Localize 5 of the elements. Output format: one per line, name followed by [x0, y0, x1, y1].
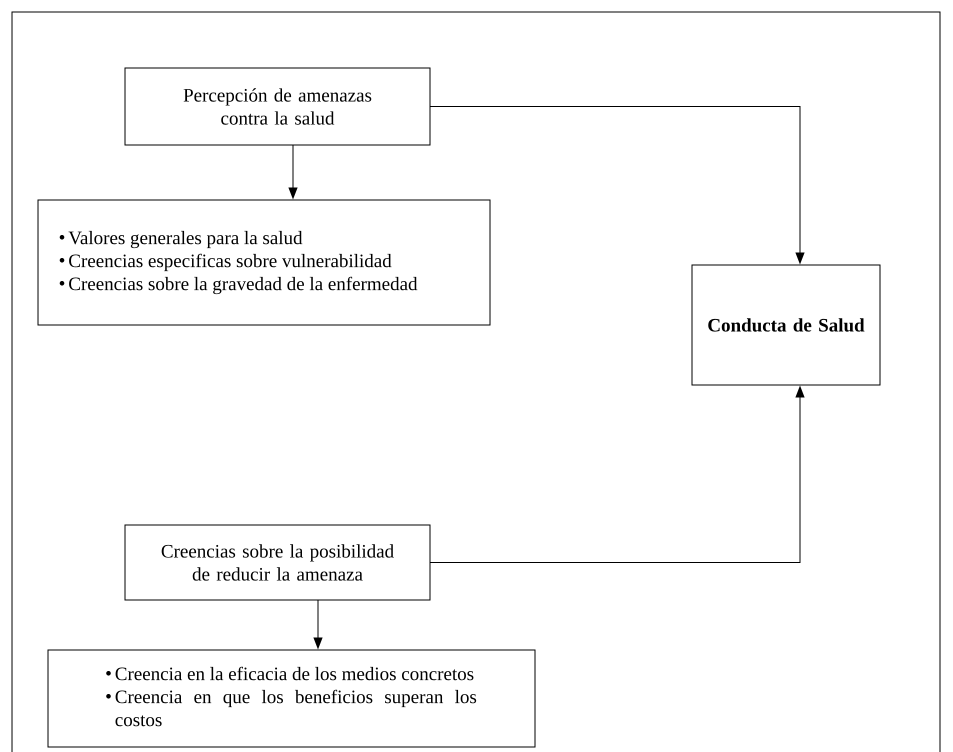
process-box: Percepción de amenazas contra la salud: [124, 68, 430, 146]
list-box: Creencia en la eficacia de los medios concretos Creencia en que los beneficios superan los costos: [48, 649, 536, 748]
list-box: Valores generales para la salud Creencias especificas sobre vulnerabilidad Creencias sobre la gravedad de la enfermedad: [38, 200, 490, 326]
process-box: Conducta de Salud: [692, 264, 880, 386]
process-box: Creencias sobre la posibilidad de reducir la amenaza: [124, 524, 430, 600]
